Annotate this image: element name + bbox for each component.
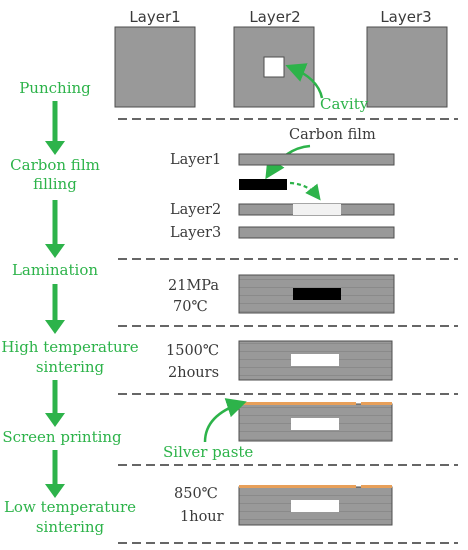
top-layer3-label: Layer3 (380, 8, 431, 26)
lamination-temperature: 70℃ (173, 299, 208, 315)
step-low-temp-line1: Low temperature (4, 498, 136, 516)
top-layer1-label: Layer1 (129, 8, 180, 26)
cavity-annotation: Cavity (320, 95, 369, 113)
silver-paste-annotation: Silver paste (163, 443, 253, 461)
final-cavity (291, 500, 339, 512)
stage2-layer1-label: Layer1 (170, 152, 221, 168)
carbon-film-annotation: Carbon film (289, 127, 376, 143)
printed-cavity (291, 418, 339, 430)
high-temp-temperature: 1500℃ (166, 343, 219, 359)
top-layer2-label: Layer2 (249, 8, 300, 26)
step-high-temp-line2: sintering (36, 358, 105, 376)
carbon-film-piece (239, 179, 287, 190)
arrow-high-temp-to-screen (45, 380, 65, 427)
silver-paste-layer-left (239, 402, 356, 405)
stage2-layer3-label: Layer3 (170, 225, 221, 241)
silver-paste-pointer-arrow (203, 398, 247, 443)
step-carbon-film-line1: Carbon film (10, 156, 100, 174)
high-temp-duration: 2hours (168, 365, 219, 381)
final-silver-right (361, 485, 392, 488)
carbon-insert-dashed-arrow (289, 181, 321, 201)
step-punching-label: Punching (19, 79, 91, 97)
stage2-layer1-sheet (238, 153, 395, 166)
cavity-pointer-arrow (285, 63, 324, 99)
step-low-temp-line2: sintering (36, 518, 105, 536)
arrow-lamination-to-high-temp (45, 284, 65, 334)
step-carbon-film-line2: filling (33, 175, 77, 193)
cavity-hole (263, 56, 285, 78)
arrow-punching-to-carbon (45, 101, 65, 155)
stage2-layer3-sheet (238, 226, 395, 239)
low-temp-duration: 1hour (180, 509, 224, 525)
top-layer3-sheet (366, 26, 448, 108)
stage2-layer2-label: Layer2 (170, 202, 221, 218)
flow-arrows (45, 101, 65, 498)
step-lamination-label: Lamination (12, 261, 98, 279)
low-temp-temperature: 850℃ (174, 486, 218, 502)
dividers (118, 118, 458, 544)
step-screen-printing-label: Screen printing (2, 428, 122, 446)
laminated-carbon (293, 288, 341, 300)
step-high-temp-line1: High temperature (1, 338, 138, 356)
arrow-screen-to-low-temp (45, 450, 65, 498)
arrow-carbon-to-lamination (45, 200, 65, 258)
silver-paste-layer-right (361, 402, 392, 405)
sintered-cavity (291, 354, 339, 366)
stage2-cavity (293, 204, 341, 215)
top-layer1-sheet (114, 26, 196, 108)
final-silver-left (239, 485, 356, 488)
lamination-pressure: 21MPa (168, 278, 219, 294)
